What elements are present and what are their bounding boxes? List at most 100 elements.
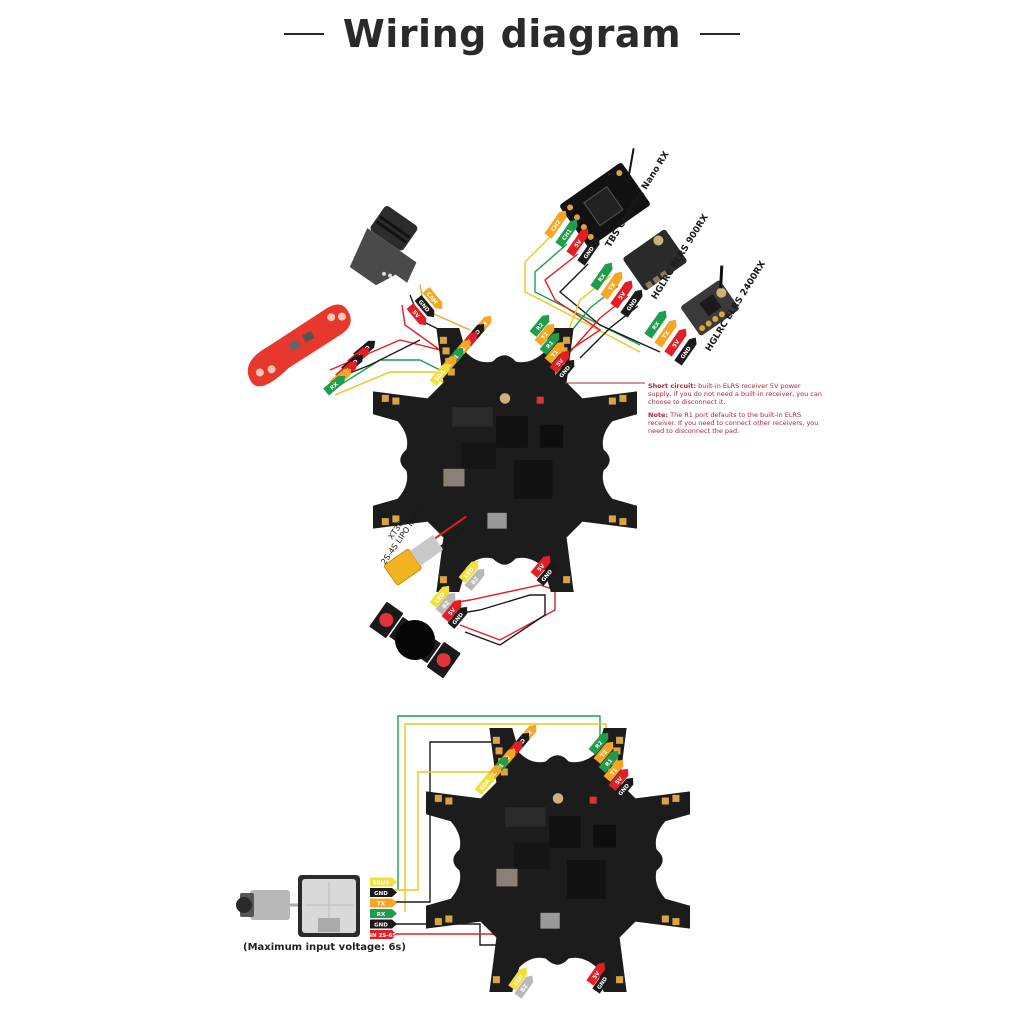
pin-tag-shape <box>435 592 456 615</box>
pin-tag-shape <box>458 560 479 583</box>
board-pad-r1: R1 <box>539 332 560 355</box>
pin-tag-shape <box>429 585 450 608</box>
pin-tag-shape <box>530 555 551 578</box>
rx900-pin-5v: 5V <box>610 280 633 309</box>
pin-tag-shape <box>370 930 397 939</box>
pin-tag-label: 5V <box>574 238 584 249</box>
buzzer-pin-bz: BZ <box>435 592 456 615</box>
vtx-pin-gnd: GND <box>370 919 397 929</box>
analog-camera <box>236 890 300 920</box>
pin-tag-shape <box>674 337 697 366</box>
bottom-board-pad-bz: BZ <box>514 975 534 999</box>
pin-tag-label: 5V <box>411 309 421 320</box>
vtx-pin-tx: TX <box>370 898 397 908</box>
wire-gps-rx <box>339 359 441 386</box>
pin-tag-label: RX <box>652 320 662 331</box>
pin-tag-shape <box>370 909 397 918</box>
pin-tag-shape <box>370 888 397 897</box>
vtx-voltage-caption: (Maximum input voltage: 6s) <box>243 942 406 953</box>
pin-tag-shape <box>610 280 633 309</box>
pin-tag-label: 5V <box>592 970 602 981</box>
pin-tag-shape <box>370 919 397 929</box>
flight-controller-board-bottom <box>426 728 690 992</box>
vtx-pin-sbus: SBUS <box>370 877 397 887</box>
pin-tag-label: BZ <box>470 576 480 586</box>
pin-tag-label: TX <box>662 329 672 340</box>
pin-tag-shape <box>644 310 667 339</box>
buzzer-module <box>368 600 462 680</box>
board-bottom-pad-5v: 5V <box>530 555 551 578</box>
short-circuit-note: Short circuit: built-in ELRS receiver 5V… <box>648 382 823 439</box>
pin-tag-label: RX <box>377 912 386 918</box>
wire-gps-gnd <box>344 339 421 376</box>
rx2400-pin-tx: TX <box>654 319 677 348</box>
vtx-pin-gnd: GND <box>370 888 397 897</box>
rx900-pin-rx: RX <box>590 262 613 291</box>
wire-vtx-sbus <box>380 771 492 891</box>
pin-tag-shape <box>464 568 485 591</box>
pin-tag-shape <box>414 295 435 318</box>
pin-tag-shape <box>539 332 560 355</box>
pin-tag-label: BZ <box>520 983 530 993</box>
title-rule-right <box>700 33 741 35</box>
pin-tag-shape <box>549 350 570 373</box>
pin-tag-shape <box>588 732 609 755</box>
pin-tag-shape <box>508 967 528 991</box>
pin-tag-shape <box>534 323 555 346</box>
pin-tag-shape <box>598 750 619 773</box>
hglrc-elrs-2400rx-module <box>681 265 739 336</box>
pin-tag-shape <box>654 319 677 348</box>
bottom-board-right-pad-r2: R2 <box>588 732 609 755</box>
vtx-pin-vin-2s-6s: VIN 2S-6S <box>366 930 397 939</box>
note-text: The R1 port defaults to the built-in ELR… <box>648 410 819 436</box>
pin-tag-label: SBUS <box>373 880 390 886</box>
pin-tag-shape <box>447 606 468 629</box>
pin-tag-shape <box>555 219 578 248</box>
pin-tag-label: VIN 2S-6S <box>366 933 397 939</box>
tbs-crossfire-nano-rx-module <box>560 148 650 247</box>
pin-tag-label: 5V <box>672 338 682 349</box>
bottom-board-right-pad-r1: R1 <box>598 750 619 773</box>
buzzer-pin-5v: 5V <box>441 599 462 622</box>
bottom-board-right-pad-t2: T2 <box>593 741 614 764</box>
vtx-pin-rx: RX <box>370 909 397 918</box>
camera-pin-5v: 5V <box>406 303 427 326</box>
pin-tag-shape <box>422 287 443 310</box>
pin-tag-shape <box>664 328 687 357</box>
note-label: Note: <box>648 410 669 419</box>
pin-tag-shape <box>554 359 575 382</box>
pin-tag-label: RX <box>329 381 340 392</box>
bottom-board-pad-led: LED <box>508 967 528 991</box>
pin-tag-label: T2 <box>600 749 610 759</box>
hglrc-elrs-900rx-module <box>623 229 687 291</box>
pin-tag-label: 5V <box>615 776 625 787</box>
short-circuit-text: built-in ELRS receiver 5V power supply, … <box>648 382 822 407</box>
pin-tag-shape <box>544 341 565 364</box>
rx900-pin-tx: TX <box>600 271 623 300</box>
pin-tag-shape <box>593 741 614 764</box>
bottom-pin-tags: CAMGND5VT11R11SCLSDAR2T2R1T15VGNDSBUSGND… <box>366 724 634 999</box>
pin-tag-label: 5V <box>448 607 458 618</box>
pin-tag-label: R2 <box>595 740 605 750</box>
board-pad-t1: T1 <box>544 341 565 364</box>
xt30-battery-connector <box>383 515 473 586</box>
wire-gps-tx <box>334 371 446 396</box>
vtx-module <box>298 875 360 937</box>
wire-vtx-vin <box>386 933 501 936</box>
pin-tag-label: TX <box>608 281 618 292</box>
pin-tag-shape <box>608 768 629 791</box>
pin-tag-label: 5V <box>556 358 566 369</box>
pin-tag-shape <box>600 271 623 300</box>
bottom-board-right-pad-5v: 5V <box>608 768 629 791</box>
pin-tag-label: T1 <box>551 349 561 359</box>
pin-tag-shape <box>603 759 624 782</box>
pin-tag-shape <box>529 314 550 337</box>
pin-tag-shape <box>590 262 613 291</box>
bottom-board-pad2-5v: 5V <box>586 962 606 986</box>
wire-vtx-gnd <box>386 741 515 903</box>
pin-tag-label: BZ <box>441 600 451 610</box>
pin-tag-label: LED <box>513 974 525 987</box>
wire-ch2 <box>524 231 641 353</box>
pin-tag-shape <box>577 237 600 266</box>
